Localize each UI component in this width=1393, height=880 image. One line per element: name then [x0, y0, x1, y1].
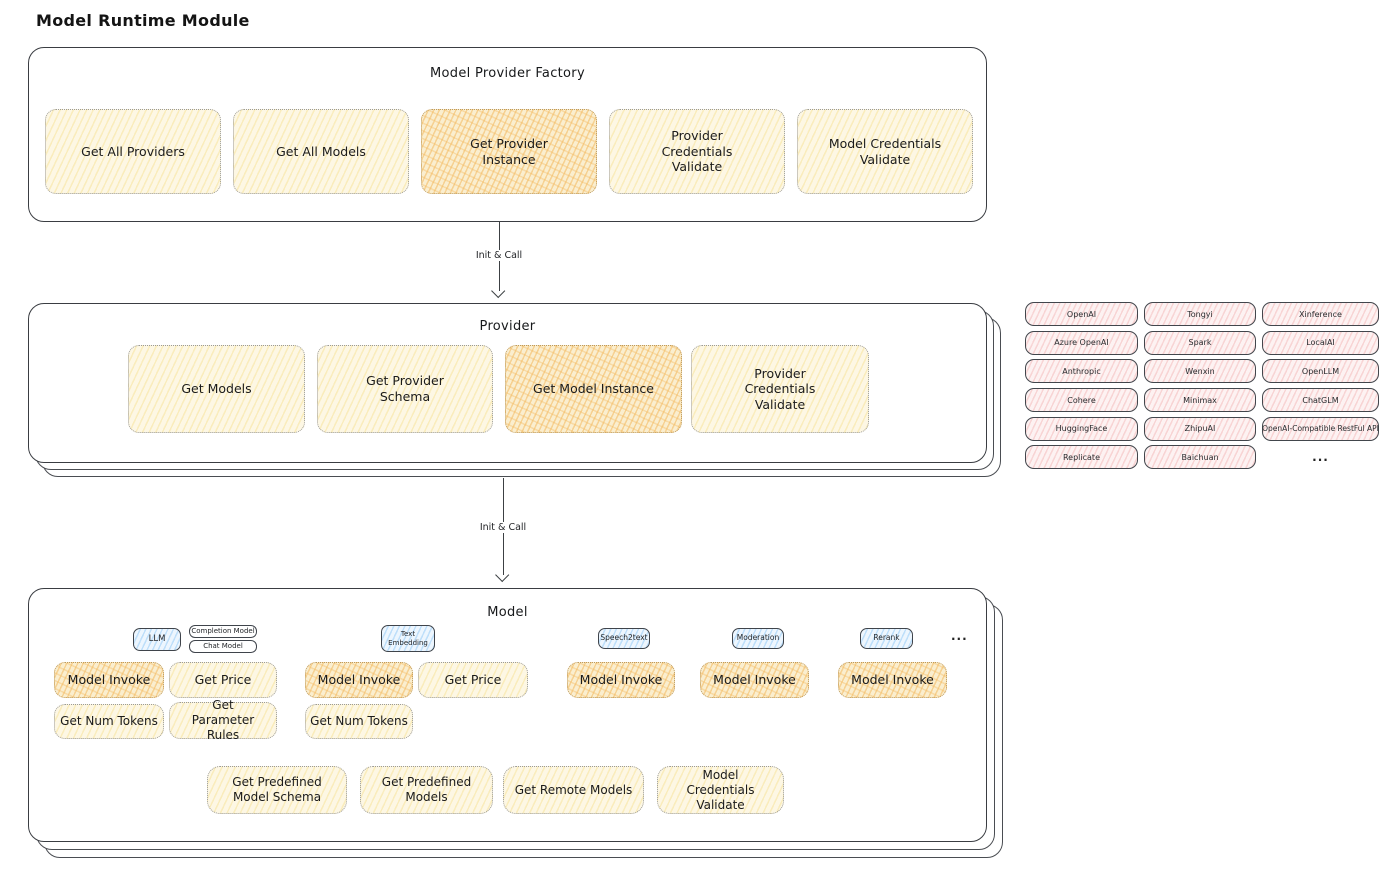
llm-get-price-button: Get Price [169, 662, 277, 698]
embedding-model-invoke-button: Model Invoke [305, 662, 413, 698]
provider-box: Provider Get Models Get Provider Schema … [28, 303, 987, 463]
provider-chip-xinference: Xinference [1262, 302, 1379, 326]
provider-chip-baichuan: Baichuan [1144, 445, 1256, 470]
provider-button-get-model-instance: Get Model Instance [505, 345, 682, 433]
provider-chip-chatglm: ChatGLM [1262, 388, 1379, 413]
provider-chip-localai: LocalAI [1262, 330, 1379, 355]
provider-chip-anthropic: Anthropic [1025, 359, 1138, 384]
arrow-head-icon [491, 283, 506, 299]
factory-box: Model Provider Factory Get All Providers… [28, 47, 987, 222]
provider-chip-openai-compatible: OpenAI-Compatible RestFul API [1262, 416, 1379, 441]
factory-box-title: Model Provider Factory [430, 66, 585, 81]
provider-list: OpenAI Tongyi Xinference Azure OpenAI Sp… [1025, 302, 1379, 470]
embedding-get-num-tokens-button: Get Num Tokens [305, 704, 413, 739]
provider-chip-azure-openai: Azure OpenAI [1025, 330, 1138, 355]
tag-moderation: Moderation [732, 628, 784, 649]
rerank-model-invoke-button: Model Invoke [838, 662, 947, 698]
provider-chip-spark: Spark [1144, 330, 1256, 355]
provider-chip-openllm: OpenLLM [1262, 359, 1379, 384]
factory-button-get-provider-instance: Get Provider Instance [421, 109, 597, 194]
get-remote-models-button: Get Remote Models [503, 766, 644, 814]
tag-chat-model: Chat Model [189, 640, 257, 653]
tag-text-embedding: Text Embedding [381, 625, 435, 652]
provider-chip-zhipuai: ZhipuAI [1144, 416, 1256, 441]
arrow-label: Init & Call [470, 250, 528, 261]
provider-chip-minimax: Minimax [1144, 388, 1256, 413]
diagram-title: Model Runtime Module [36, 11, 250, 30]
get-predefined-model-schema-button: Get Predefined Model Schema [207, 766, 347, 814]
arrow-provider-to-model: Init & Call [474, 478, 532, 583]
tag-rerank: Rerank [860, 628, 913, 649]
provider-button-get-models: Get Models [128, 345, 305, 433]
arrow-label: Init & Call [474, 522, 532, 533]
provider-box-title: Provider [479, 319, 536, 334]
provider-chip-openai: OpenAI [1025, 302, 1138, 326]
factory-button-get-all-providers: Get All Providers [45, 109, 221, 194]
tag-speech2text: Speech2text [598, 628, 650, 649]
moderation-model-invoke-button: Model Invoke [700, 662, 809, 698]
provider-chip-replicate: Replicate [1025, 445, 1138, 470]
provider-chip-wenxin: Wenxin [1144, 359, 1256, 384]
provider-chip-tongyi: Tongyi [1144, 302, 1256, 326]
llm-model-invoke-button: Model Invoke [54, 662, 164, 698]
model-tags-ellipsis: ... [951, 629, 968, 643]
provider-button-provider-credentials-validate: Provider Credentials Validate [691, 345, 869, 433]
model-box: Model LLM Completion Model Chat Model Te… [28, 588, 987, 842]
provider-chip-huggingface: HuggingFace [1025, 416, 1138, 441]
provider-chip-cohere: Cohere [1025, 388, 1138, 413]
factory-button-get-all-models: Get All Models [233, 109, 409, 194]
tag-llm: LLM [133, 628, 181, 651]
llm-get-parameter-rules-button: Get Parameter Rules [169, 698, 277, 742]
factory-button-provider-credentials-validate: Provider Credentials Validate [609, 109, 785, 194]
llm-get-num-tokens-button: Get Num Tokens [54, 704, 164, 739]
get-predefined-models-button: Get Predefined Models [360, 766, 493, 814]
provider-list-ellipsis: ... [1312, 450, 1329, 465]
speech2text-model-invoke-button: Model Invoke [567, 662, 675, 698]
tag-completion-model: Completion Model [189, 625, 257, 638]
embedding-get-price-button: Get Price [418, 662, 528, 698]
arrow-factory-to-provider: Init & Call [470, 221, 528, 299]
arrow-head-icon [495, 567, 510, 583]
model-box-title: Model [487, 605, 528, 620]
model-credentials-validate-button: Model Credentials Validate [657, 766, 784, 814]
provider-button-get-provider-schema: Get Provider Schema [317, 345, 493, 433]
factory-button-model-credentials-validate: Model Credentials Validate [797, 109, 973, 194]
